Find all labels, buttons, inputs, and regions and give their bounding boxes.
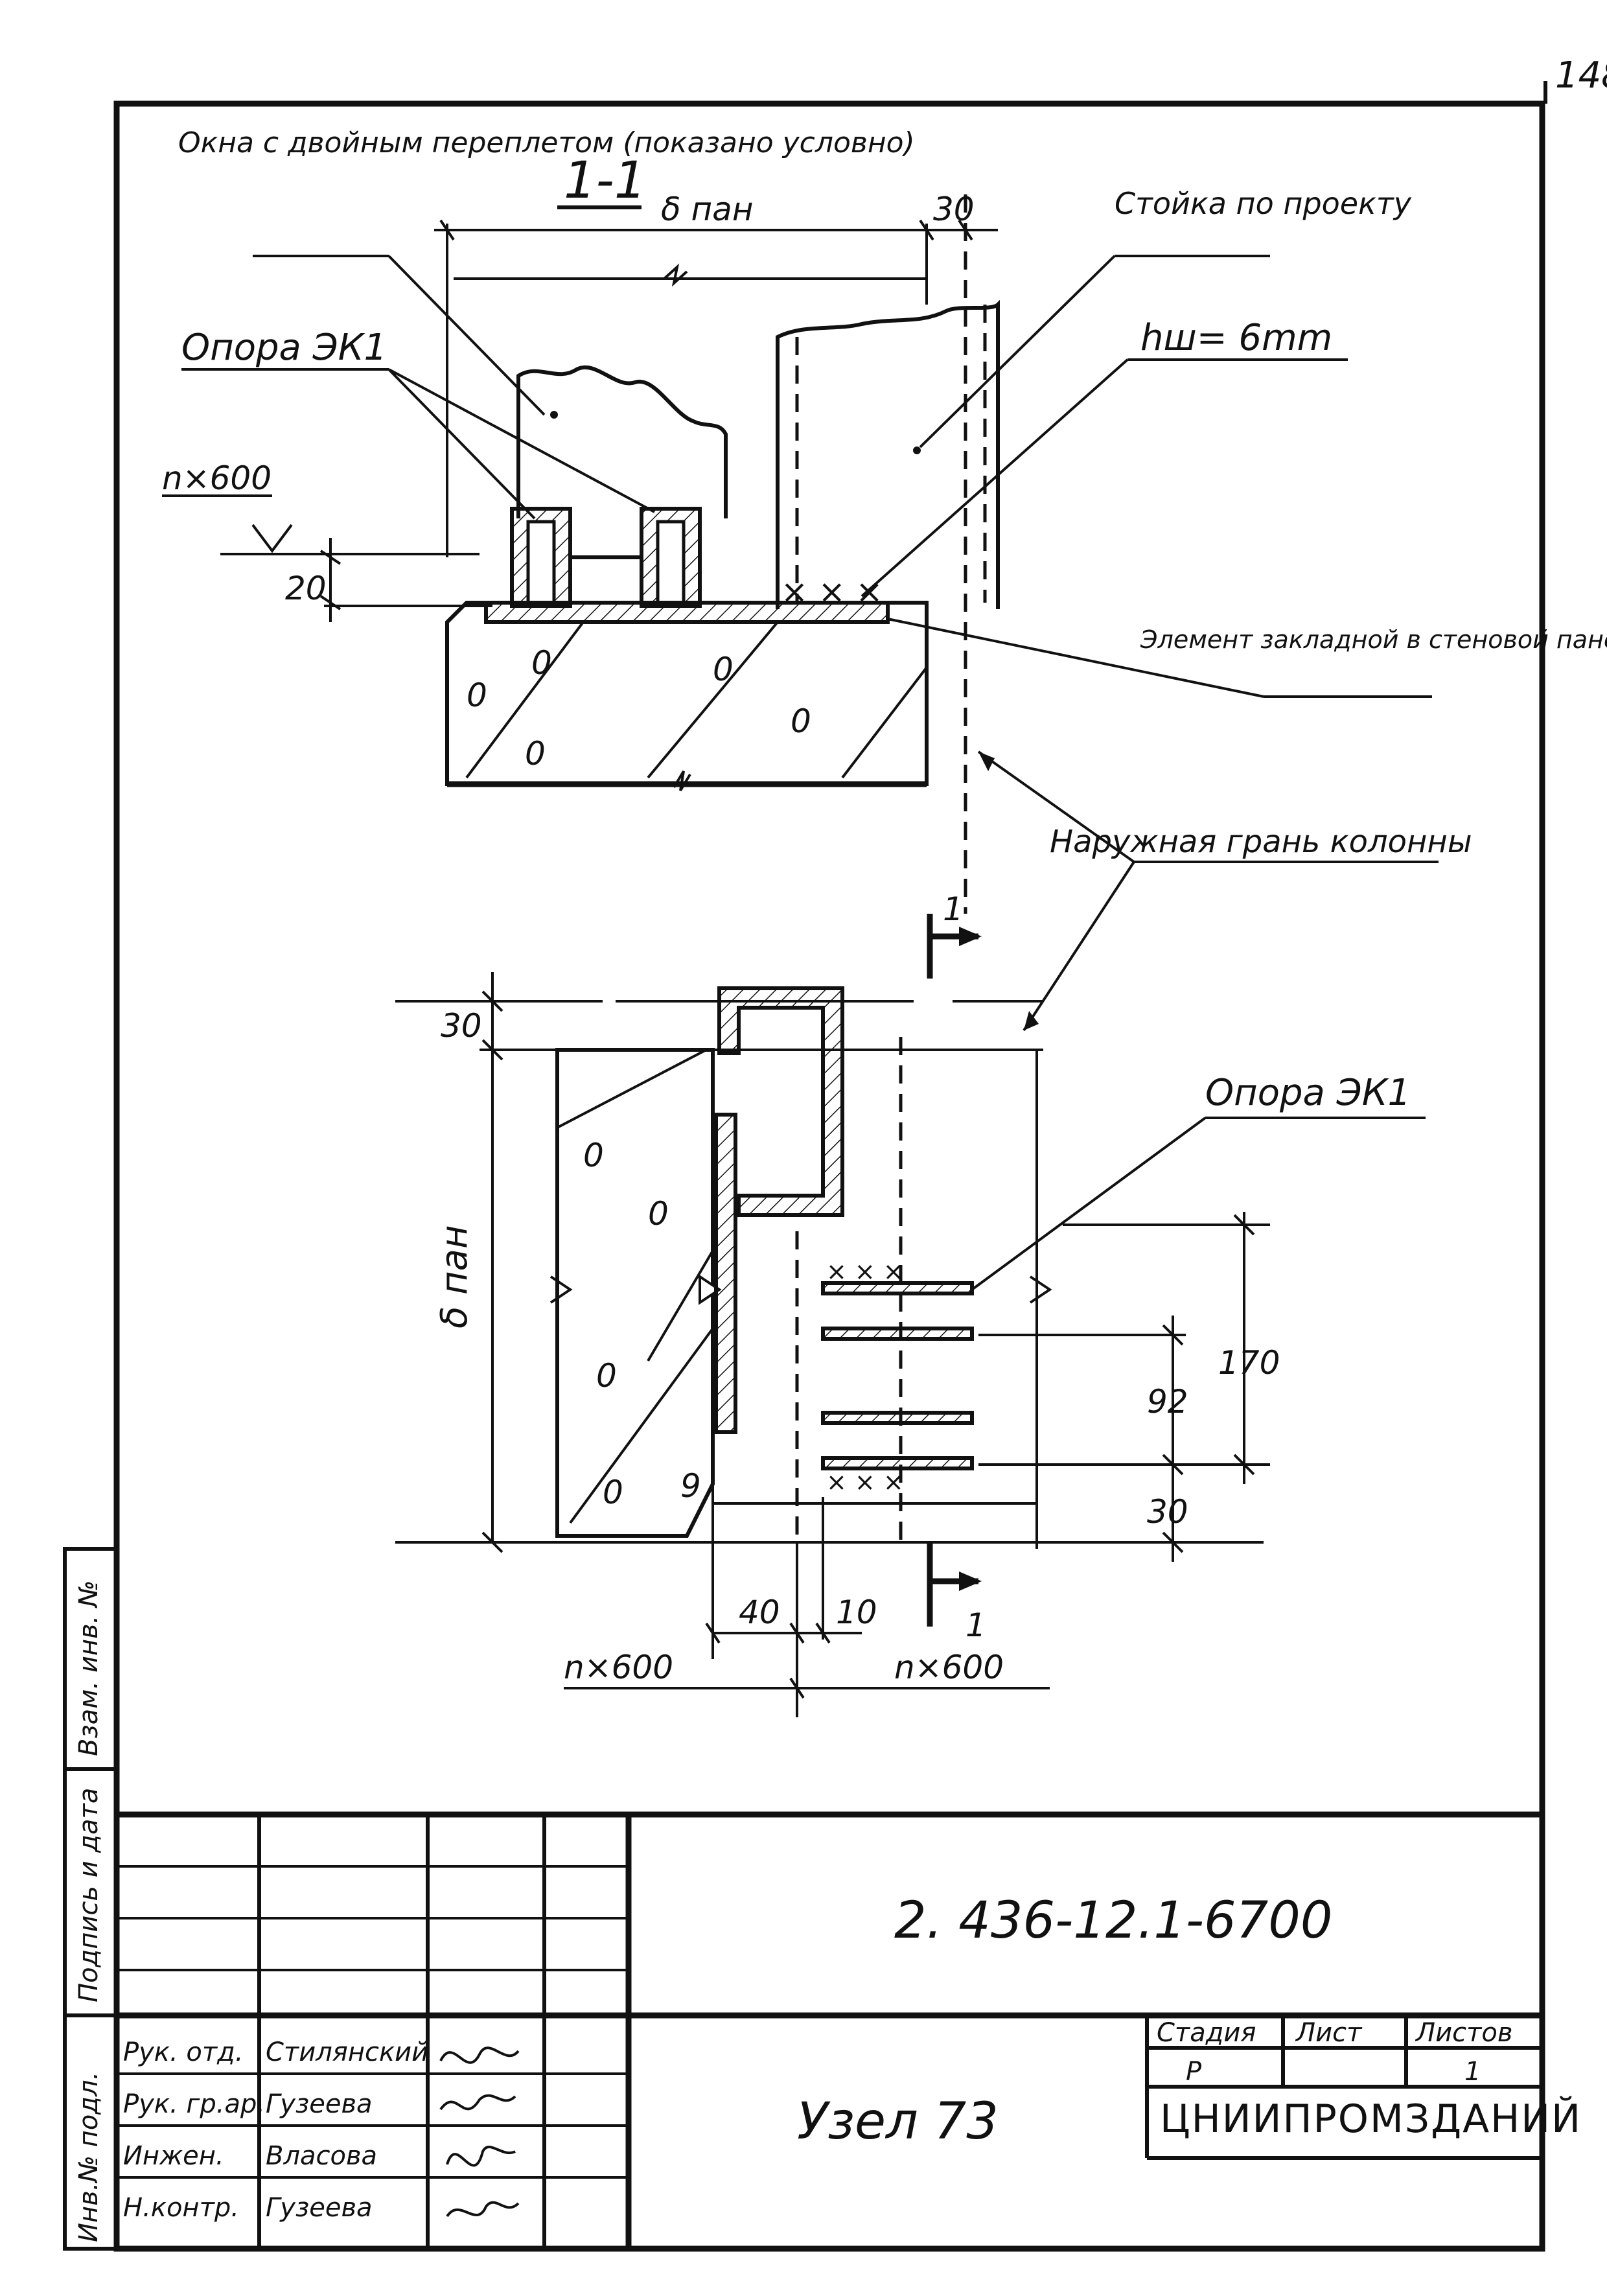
dim-n600-top: n×600 [162, 459, 272, 497]
plan-view: 30 0 0 0 0 9 × × × × × × [395, 972, 1426, 1717]
label-weld: hш= 6mm [1140, 317, 1332, 359]
dim-30-plan: 30 [441, 1007, 482, 1045]
page-number: 148 [1555, 54, 1607, 97]
dim-40: 40 [739, 1594, 780, 1631]
label-post: Стойка по проекту [1115, 186, 1412, 221]
name-4: Гузеева [266, 2193, 373, 2223]
stage-header: Стадия [1157, 2018, 1256, 2048]
label-window: Окна с двойным переплетом (показано усло… [178, 126, 915, 159]
dim-delta-pan-plan: δ пан [434, 1225, 476, 1328]
stage-value: Р [1186, 2057, 1202, 2087]
svg-text:0: 0 [603, 1474, 623, 1511]
svg-text:0: 0 [525, 735, 546, 772]
name-1: Стилянский [266, 2037, 428, 2067]
signature-3 [446, 2146, 516, 2167]
sheet-header: Лист [1295, 2018, 1363, 2048]
stamp-vzam-inv: Взам. инв. № [74, 1580, 104, 1756]
role-3: Инжен. [123, 2141, 224, 2171]
name-2: Гузеева [266, 2089, 373, 2119]
stamp-signature-date: Подпись и дата [74, 1788, 104, 2002]
role-1: Рук. отд. [123, 2037, 244, 2067]
dim-170: 170 [1218, 1344, 1280, 1382]
dim-92: 92 [1147, 1383, 1188, 1421]
svg-text:0: 0 [648, 1195, 669, 1233]
dim-delta-pan: δ пан [661, 191, 754, 228]
role-4: Н.контр. [123, 2193, 239, 2223]
doc-code: 2. 436-12.1-6700 [894, 1892, 1333, 1950]
signature-rows: Рук. отд. Стилянский Рук. гр.ар. Гузеева… [123, 2037, 520, 2223]
sheet-title: Узел 73 [797, 2093, 999, 2151]
label-embedded: Элемент закладной в стеновой панели [1140, 625, 1607, 654]
svg-text:0: 0 [713, 651, 734, 688]
sheets-header: Листов [1415, 2018, 1512, 2048]
dim-n600-left: n×600 [564, 1649, 673, 1686]
svg-text:0: 0 [467, 677, 487, 714]
svg-text:0: 0 [583, 1137, 604, 1174]
stamp-inv-podl: Инв.№ подл. [74, 2072, 104, 2242]
label-support-plan: Опора ЭК1 [1205, 1072, 1411, 1114]
label-outer-face: Наружная грань колонны [1050, 824, 1472, 860]
section-title: 1-1 [564, 152, 646, 210]
signature-1 [439, 2047, 520, 2064]
section-1-1: 1-1 δ пан 30 × × × [162, 152, 1439, 1032]
organization: ЦНИИПРОМЗДАНИЙ [1160, 2095, 1582, 2142]
label-support-top: Опора ЭК1 [181, 327, 387, 369]
svg-text:9: 9 [680, 1467, 701, 1505]
svg-text:1: 1 [965, 1606, 986, 1644]
svg-text:0: 0 [596, 1357, 617, 1395]
side-stamp [63, 1547, 119, 2251]
dim-10: 10 [836, 1594, 877, 1631]
dim-30-top: 30 [933, 191, 975, 228]
cut-mark-top: 1 [927, 890, 982, 979]
signature-2 [439, 2094, 516, 2111]
title-block [117, 1811, 1542, 2249]
signature-4 [446, 2201, 520, 2218]
name-3: Власова [266, 2141, 377, 2171]
sheets-value: 1 [1464, 2057, 1481, 2087]
dim-30-bottom: 30 [1147, 1493, 1188, 1531]
svg-text:1: 1 [943, 890, 964, 928]
svg-text:0: 0 [791, 702, 811, 740]
dim-n600-right: n×600 [894, 1649, 1004, 1686]
role-2: Рук. гр.ар. [123, 2089, 265, 2119]
dim-20: 20 [285, 570, 327, 607]
svg-text:× × ×: × × × [826, 1257, 904, 1286]
svg-text:0: 0 [531, 644, 552, 682]
sheet-frame [113, 81, 1547, 2252]
svg-text:× × ×: × × × [826, 1468, 904, 1496]
